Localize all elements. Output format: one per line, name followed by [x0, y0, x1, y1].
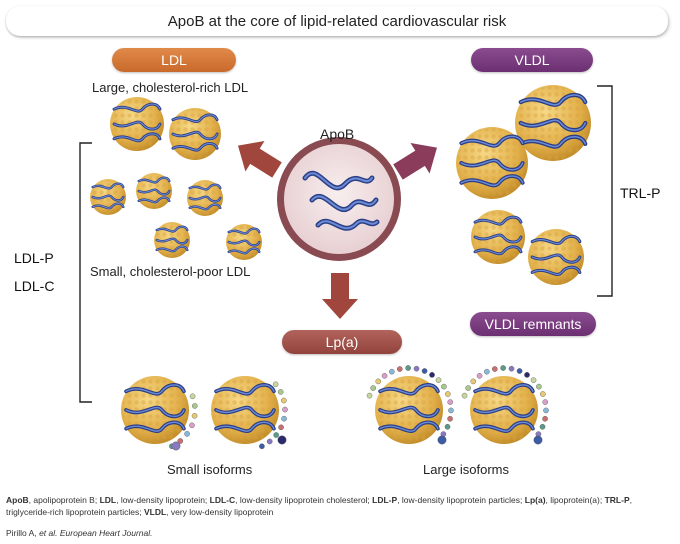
- vldl-particle: [456, 127, 528, 199]
- small-ldl-particle: [154, 222, 190, 258]
- large-isoforms-label: Large isoforms: [423, 462, 509, 477]
- lpa-particle: [211, 376, 279, 444]
- small-ldl-particle: [226, 224, 262, 260]
- footnote: ApoB, apolipoprotein B; LDL, low-density…: [6, 494, 670, 518]
- figure-title: ApoB at the core of lipid-related cardio…: [6, 6, 668, 36]
- small-ldl-particle: [187, 180, 223, 216]
- lpa-particle: [375, 376, 443, 444]
- footnote-def: , triglyceride-rich lipoprotein particle…: [6, 495, 632, 517]
- footnote-def: , lipoprotein(a);: [545, 495, 605, 505]
- lpa-particle: [121, 376, 189, 444]
- small-ldl-label: Small, cholesterol-poor LDL: [90, 264, 251, 279]
- footnote-def: , apolipoprotein B;: [28, 495, 100, 505]
- arrow-to-lpa: [322, 273, 358, 319]
- citation: Pirillo A, et al. European Heart Journal…: [6, 528, 152, 538]
- footnote-abbr: LDL: [99, 495, 117, 505]
- footnote-def: , low-density lipoprotein;: [116, 495, 210, 505]
- lpa-particle: [470, 376, 538, 444]
- vldl-remnant-particle: [471, 210, 525, 264]
- small-isoform-chain: [169, 393, 198, 451]
- footnote-def: , low-density lipoprotein particles;: [397, 495, 525, 505]
- ldl-p-label: LDL-P: [14, 250, 54, 266]
- small-isoforms-label: Small isoforms: [167, 462, 253, 477]
- apob-label: ApoB: [320, 126, 355, 142]
- footnote-abbr: TRL-P: [604, 495, 630, 505]
- footnote-abbr: ApoB: [6, 495, 29, 505]
- ldl-pill: LDL: [112, 48, 236, 72]
- small-isoform-chain: [259, 381, 288, 450]
- footnote-def: , very low-density lipoprotein: [166, 507, 274, 517]
- arrow-to-ldl: [228, 130, 287, 186]
- large-ldl-label: Large, cholesterol-rich LDL: [92, 80, 249, 95]
- small-ldl-particle: [136, 173, 172, 209]
- large-isoform-chain: [366, 365, 454, 445]
- vldl-pill: VLDL: [471, 48, 593, 72]
- citation-journal: et al. European Heart Journal.: [39, 528, 153, 538]
- vldl-remnant-particle: [528, 229, 584, 285]
- small-ldl-particle: [90, 179, 126, 215]
- trl-p-label: TRL-P: [620, 185, 661, 201]
- footnote-abbr: LDL-C: [209, 495, 236, 505]
- vldl-remnants-pill: VLDL remnants: [470, 312, 596, 336]
- lpa-pill: Lp(a): [282, 330, 402, 354]
- ldl-bracket: [79, 142, 92, 403]
- apob-center-icon: [277, 137, 401, 261]
- large-ldl-particle: [169, 108, 221, 160]
- footnote-abbr: VLDL: [143, 507, 167, 517]
- large-ldl-particle: [110, 97, 164, 151]
- footnote-def: , low-density lipoprotein cholesterol;: [235, 495, 373, 505]
- footnote-abbr: LDL-P: [372, 495, 398, 505]
- footnote-abbr: Lp(a): [524, 495, 546, 505]
- citation-authors: Pirillo A,: [6, 528, 40, 538]
- large-isoform-chain: [461, 365, 549, 445]
- ldl-c-label: LDL-C: [14, 278, 55, 294]
- vldl-particle: [515, 85, 591, 161]
- trl-bracket: [597, 85, 613, 297]
